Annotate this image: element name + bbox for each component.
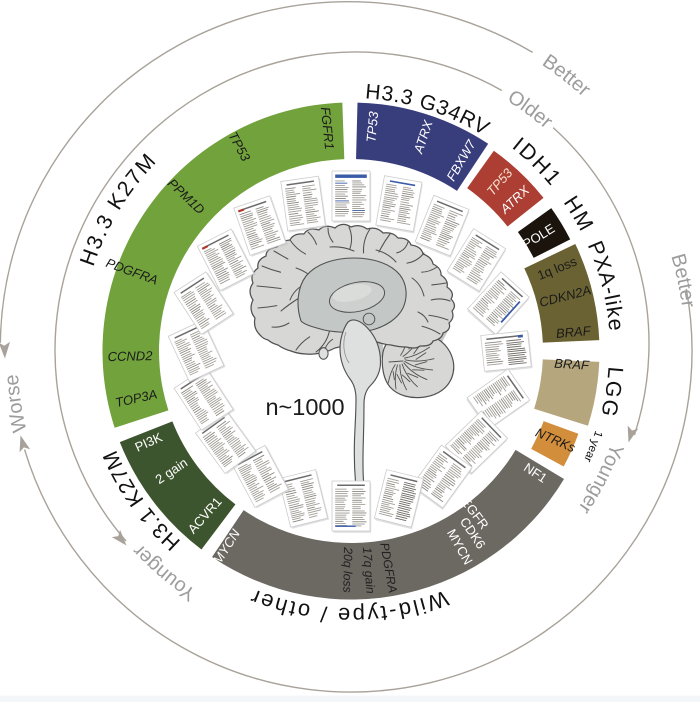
svg-text:BRAF: BRAF (555, 323, 592, 341)
svg-text:CCND2: CCND2 (107, 348, 153, 364)
svg-text:20q loss: 20q loss (340, 546, 355, 593)
svg-text:n~1000: n~1000 (265, 394, 344, 420)
svg-text:FGFR1: FGFR1 (318, 106, 337, 150)
svg-text:17q gain: 17q gain (360, 546, 378, 594)
svg-text:BRAF: BRAF (554, 356, 591, 373)
svg-text:TP53: TP53 (363, 110, 381, 143)
